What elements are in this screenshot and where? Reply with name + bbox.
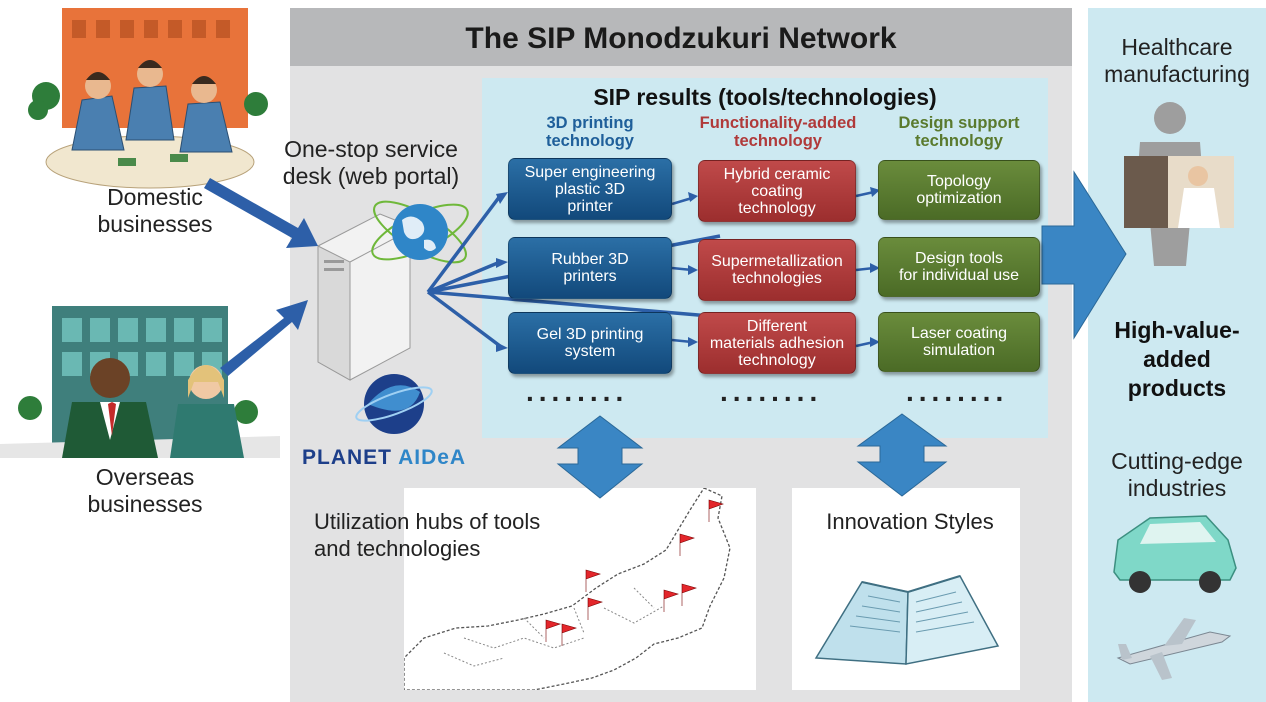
overseas-businesses-illustration <box>0 306 280 458</box>
innovation-card <box>792 488 1020 690</box>
network-title: The SIP Monodzukuri Network <box>290 8 1072 66</box>
domestic-businesses-label: Domestic businesses <box>97 184 213 237</box>
japan-map-card <box>403 487 756 691</box>
tool-gel-3d-printing-system: Gel 3D printing system <box>508 312 672 374</box>
inbound-arrows <box>204 178 318 376</box>
car-icon <box>1113 515 1237 593</box>
healthcare-illustration <box>1124 102 1234 266</box>
high-value-products-label: High-value- added products <box>1114 317 1240 401</box>
outcome-arrow <box>1041 170 1127 340</box>
innovation-styles-label: Innovation Styles <box>826 509 994 534</box>
globe-icon <box>371 200 469 264</box>
more-design-support-ellipsis: ........ <box>906 376 1009 407</box>
tool-laser-coating-simulation: Laser coating simulation <box>878 312 1040 372</box>
server-icon <box>317 213 411 381</box>
wordmark-aidea: AIDeA <box>398 446 467 469</box>
wordmark-planet: PLANET <box>302 446 392 469</box>
column-heading-design-support: Design support technology <box>898 114 1020 150</box>
planet-aidea-logo-icon <box>355 374 433 434</box>
more-3d-printing-ellipsis: ........ <box>526 376 629 407</box>
tool-super-engineering-plastic-printer: Super engineering plastic 3D printer <box>508 158 672 220</box>
results-title: SIP results (tools/technologies) <box>593 84 937 110</box>
tool-rubber-3d-printers: Rubber 3D printers <box>508 237 672 299</box>
more-functionality-ellipsis: ........ <box>720 376 823 407</box>
column-heading-3d-printing: 3D printing technology <box>545 114 634 150</box>
tool-hybrid-ceramic-coating: Hybrid ceramic coating technology <box>698 160 856 222</box>
double-arrow-innovation <box>856 413 948 497</box>
cutting-edge-label: Cutting-edge industries <box>1111 448 1243 501</box>
tool-topology-optimization: Topology optimization <box>878 160 1040 220</box>
hub-flag-icons <box>545 499 724 646</box>
tool-design-tools-individual: Design tools for individual use <box>878 237 1040 297</box>
overseas-businesses-label: Overseas businesses <box>87 464 203 517</box>
domestic-businesses-illustration <box>28 8 268 189</box>
utilization-hubs-label: Utilization hubs of tools and technologi… <box>314 509 541 561</box>
tool-different-materials-adhesion: Different materials adhesion technology <box>698 312 856 374</box>
tool-supermetallization: Supermetallization technologies <box>698 239 856 301</box>
airplane-icon <box>1116 618 1232 680</box>
double-arrow-hubs <box>556 415 644 499</box>
planet-aidea-wordmark: PLANET AIDeA <box>302 446 474 470</box>
portal-label: One-stop service desk (web portal) <box>282 136 460 189</box>
open-book-icon <box>814 575 1000 665</box>
healthcare-label: Healthcare manufacturing <box>1104 34 1250 87</box>
column-heading-functionality: Functionality-added technology <box>699 114 857 150</box>
